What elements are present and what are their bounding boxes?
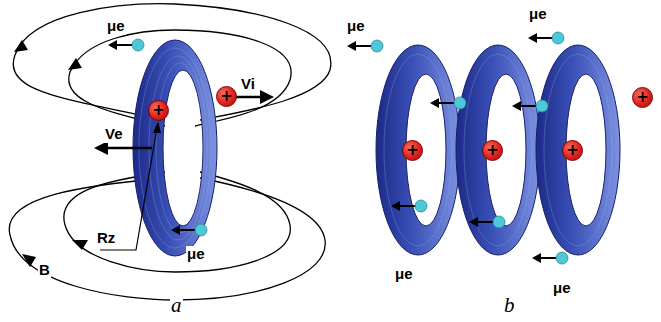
moment-label: μe <box>106 18 126 35</box>
velocity-arrows <box>106 97 262 148</box>
panel-letter: b <box>503 294 516 317</box>
radius-label: Rz <box>96 230 116 247</box>
torus-row <box>376 45 620 255</box>
charge-sign: + <box>566 143 579 158</box>
charge-circle: + <box>482 140 503 161</box>
field-arrowheads <box>14 40 88 267</box>
charge-sign: + <box>636 90 649 105</box>
moment-label: μe <box>528 6 548 23</box>
panel-letter: a <box>170 294 183 317</box>
moment-label: μe <box>394 266 414 283</box>
moment-label: μe <box>186 246 206 263</box>
charge-sign: + <box>220 89 233 104</box>
charge-sign: + <box>486 143 499 158</box>
charge-sign: + <box>406 143 419 158</box>
charge-circle: + <box>402 140 423 161</box>
velocity-label: Vi <box>240 76 256 93</box>
charge-sign: + <box>152 103 165 118</box>
charge-circle: + <box>216 86 237 107</box>
electron-moments <box>108 32 568 264</box>
charge-circle: + <box>632 87 653 108</box>
field-label: B <box>38 262 51 279</box>
charge-circle: + <box>562 140 583 161</box>
moment-label: μe <box>346 18 366 35</box>
charge-circle: + <box>148 100 169 121</box>
velocity-label: Ve <box>104 126 124 143</box>
field-lines <box>9 4 331 300</box>
moment-label: μe <box>552 280 572 297</box>
